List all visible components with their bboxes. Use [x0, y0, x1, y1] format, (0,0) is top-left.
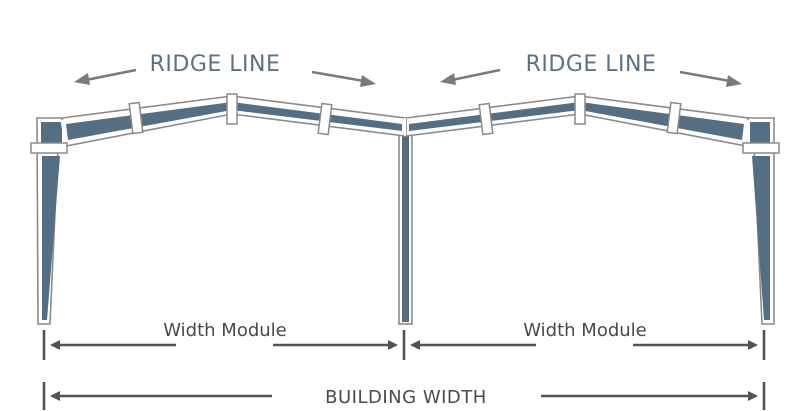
right-haunch-joint	[743, 119, 750, 145]
arrowhead-icon	[410, 340, 420, 350]
arrowhead-icon	[748, 391, 758, 401]
arrowhead-icon	[726, 75, 742, 87]
ridge-arrow-left-2	[311, 70, 365, 83]
arrowhead-icon	[360, 75, 376, 87]
ridge-arrows-right	[440, 68, 742, 87]
building-width-dimension	[42, 382, 766, 410]
left-haunch-joint	[60, 119, 68, 145]
ridge-arrow-right-1	[451, 68, 501, 82]
left-column-splice	[30, 142, 68, 154]
arrowhead-icon	[50, 391, 60, 401]
right-ridge-splice	[574, 93, 586, 125]
left-ridge-splice	[226, 93, 238, 125]
left-rafter-splice-2	[317, 102, 333, 136]
right-column	[745, 117, 775, 325]
arrowhead-icon	[440, 73, 456, 85]
right-column-splice	[742, 142, 780, 154]
width-module-left-dimension	[42, 330, 406, 360]
right-rafter-splice-2	[666, 101, 682, 135]
arrowhead-icon	[748, 340, 758, 350]
width-module-label-right: Width Module	[523, 320, 646, 341]
ridge-line-label-left: RIDGE LINE	[150, 52, 281, 77]
width-module-label-left: Width Module	[163, 320, 286, 341]
ridge-arrow-left-1	[85, 68, 137, 82]
arrowhead-icon	[74, 73, 90, 85]
width-module-right-dimension	[410, 330, 766, 360]
arrowhead-icon	[50, 340, 60, 350]
splice-plates	[30, 93, 780, 154]
ridge-arrow-right-2	[679, 70, 731, 83]
ridge-arrows-left	[74, 68, 376, 87]
center-column	[398, 119, 413, 325]
building-width-label: BUILDING WIDTH	[325, 387, 487, 408]
arrowhead-icon	[388, 340, 398, 350]
left-rafter-splice-1	[128, 101, 144, 135]
right-rafter-splice-1	[478, 102, 494, 136]
ridge-line-label-right: RIDGE LINE	[526, 52, 657, 77]
